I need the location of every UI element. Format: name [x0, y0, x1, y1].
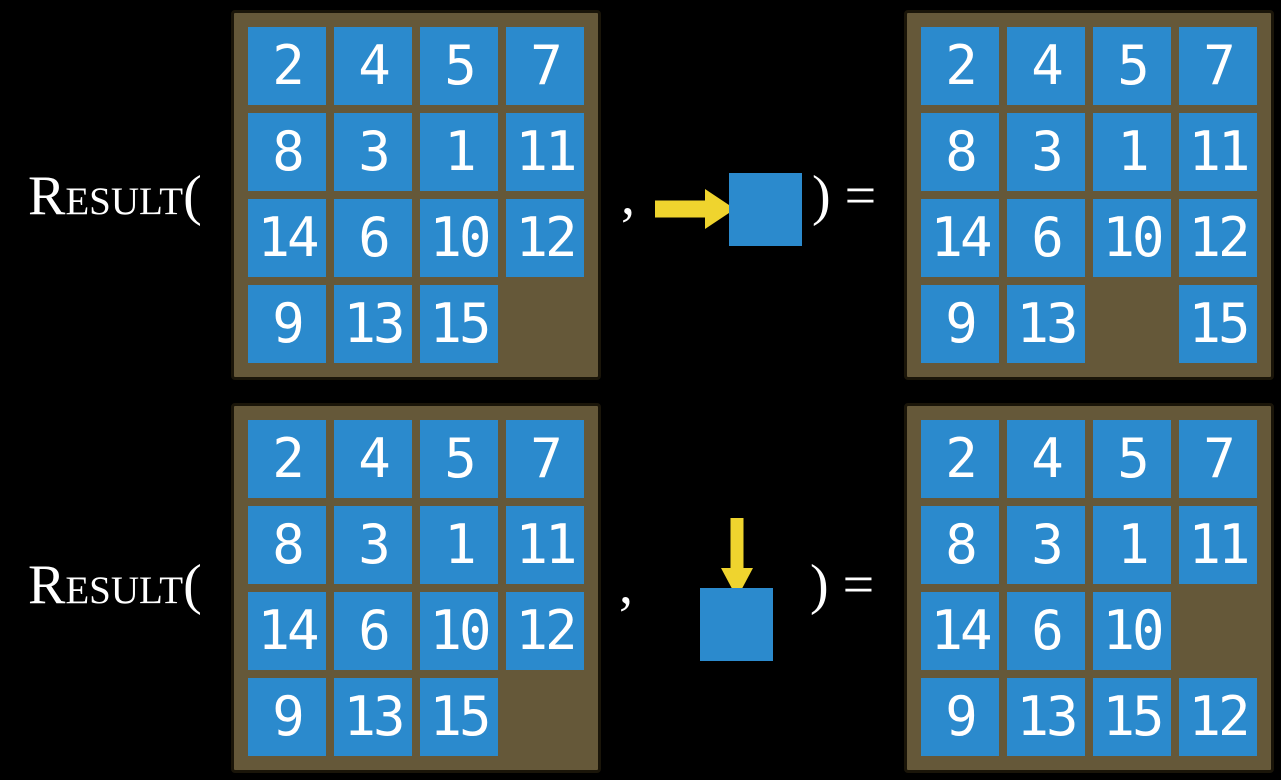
- tile-5: 5: [420, 420, 498, 498]
- tile-10: 10: [420, 199, 498, 277]
- tile-11: 11: [1179, 506, 1257, 584]
- close-paren-equals-label: ) =: [812, 165, 877, 227]
- tile-1: 1: [420, 113, 498, 191]
- tile-1: 1: [1093, 506, 1171, 584]
- tile-4: 4: [1007, 27, 1085, 105]
- tile-15: 15: [420, 285, 498, 363]
- tile-4: 4: [1007, 420, 1085, 498]
- tile-6: 6: [1007, 592, 1085, 670]
- tile-13: 13: [1007, 678, 1085, 756]
- tile-10: 10: [1093, 592, 1171, 670]
- tile-12: 12: [1179, 678, 1257, 756]
- comma-separator: ,: [619, 554, 633, 616]
- result-function-label: Result(: [28, 554, 202, 616]
- tile-3: 3: [1007, 113, 1085, 191]
- tile-9: 9: [921, 678, 999, 756]
- blank-space: [506, 285, 584, 363]
- tile-9: 9: [921, 285, 999, 363]
- tile-12: 12: [506, 199, 584, 277]
- tile-11: 11: [506, 113, 584, 191]
- move-right-action: [655, 172, 802, 246]
- tile-7: 7: [1179, 420, 1257, 498]
- tile-1: 1: [1093, 113, 1171, 191]
- tile-14: 14: [921, 199, 999, 277]
- tile-15: 15: [1093, 678, 1171, 756]
- blank-space: [1093, 285, 1171, 363]
- tile-8: 8: [248, 113, 326, 191]
- tile-13: 13: [334, 678, 412, 756]
- close-paren-equals-label: ) =: [810, 554, 875, 616]
- tile-15: 15: [1179, 285, 1257, 363]
- tile-14: 14: [248, 199, 326, 277]
- tile-11: 11: [506, 506, 584, 584]
- tile-11: 11: [1179, 113, 1257, 191]
- tile-7: 7: [1179, 27, 1257, 105]
- tile-10: 10: [1093, 199, 1171, 277]
- tile-7: 7: [506, 27, 584, 105]
- tile-3: 3: [334, 506, 412, 584]
- tile-6: 6: [334, 592, 412, 670]
- tile-9: 9: [248, 285, 326, 363]
- tile-4: 4: [334, 420, 412, 498]
- tile-5: 5: [1093, 27, 1171, 105]
- tile-3: 3: [1007, 506, 1085, 584]
- move-down-action: [700, 518, 773, 661]
- tile-2: 2: [248, 27, 326, 105]
- tile-8: 8: [248, 506, 326, 584]
- tile-5: 5: [1093, 420, 1171, 498]
- tile-12: 12: [1179, 199, 1257, 277]
- tile-2: 2: [921, 27, 999, 105]
- tile-7: 7: [506, 420, 584, 498]
- tile-13: 13: [334, 285, 412, 363]
- moved-tile-swatch: [729, 172, 802, 246]
- tile-2: 2: [248, 420, 326, 498]
- tile-3: 3: [334, 113, 412, 191]
- tile-12: 12: [506, 592, 584, 670]
- result-function-label: Result(: [28, 165, 202, 227]
- tile-14: 14: [248, 592, 326, 670]
- arrow-right-icon: [655, 189, 735, 229]
- tile-8: 8: [921, 113, 999, 191]
- tile-13: 13: [1007, 285, 1085, 363]
- moved-tile-swatch: [700, 588, 773, 661]
- comma-separator: ,: [621, 165, 635, 227]
- tile-8: 8: [921, 506, 999, 584]
- blank-space: [1179, 592, 1257, 670]
- tile-6: 6: [334, 199, 412, 277]
- tile-15: 15: [420, 678, 498, 756]
- arrow-down-icon: [720, 518, 753, 598]
- tile-2: 2: [921, 420, 999, 498]
- tile-4: 4: [334, 27, 412, 105]
- tile-6: 6: [1007, 199, 1085, 277]
- blank-space: [506, 678, 584, 756]
- tile-14: 14: [921, 592, 999, 670]
- tile-1: 1: [420, 506, 498, 584]
- tile-5: 5: [420, 27, 498, 105]
- tile-10: 10: [420, 592, 498, 670]
- tile-9: 9: [248, 678, 326, 756]
